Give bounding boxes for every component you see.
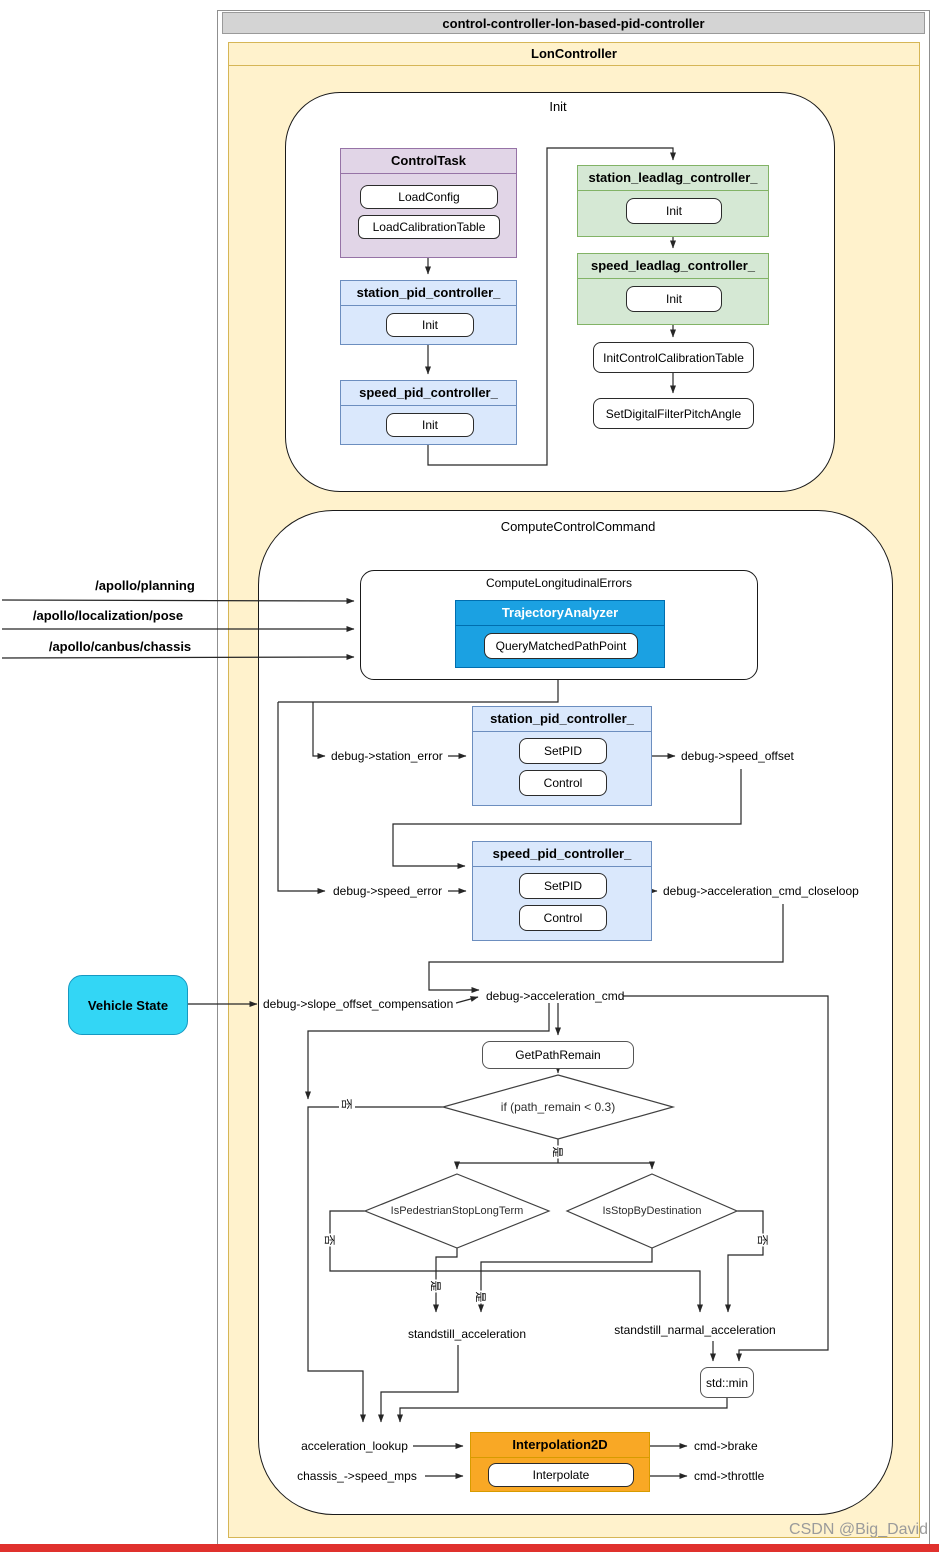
speed-pid-init-title: speed_pid_controller_	[341, 381, 516, 406]
edge-stdmin-lookup	[397, 1398, 728, 1423]
std-min-box: std::min	[700, 1367, 754, 1398]
edge-destination-no	[725, 1210, 764, 1313]
trajectory-analyzer-title: TrajectoryAnalyzer	[456, 601, 664, 626]
speed-setpid-button: SetPID	[519, 873, 607, 899]
station-leadlag-box: station_leadlag_controller_ Init	[577, 165, 769, 237]
chassis-speed-mps-label: chassis_->speed_mps	[297, 1469, 417, 1483]
if-no-label: 否	[339, 1097, 355, 1111]
station-pid-init-button: Init	[386, 313, 474, 337]
window-title: control-controller-lon-based-pid-control…	[442, 16, 705, 31]
station-leadlag-init-button: Init	[626, 198, 722, 224]
edge-speed-offset-to-speedpid	[392, 769, 742, 869]
is-pedestrian-stop-diamond	[363, 1173, 551, 1249]
input-chassis-label: /apollo/canbus/chassis	[48, 639, 192, 654]
edge-cle-split	[278, 680, 559, 703]
query-matched-path-point-button: QueryMatchedPathPoint	[484, 633, 638, 659]
trajectory-analyzer-box: TrajectoryAnalyzer QueryMatchedPathPoint	[455, 600, 665, 668]
station-control-button: Control	[519, 770, 607, 796]
station-leadlag-title: station_leadlag_controller_	[578, 166, 768, 191]
vehicle-state-label: Vehicle State	[87, 997, 169, 1013]
standstill-narmal-acceleration-label: standstill_narmal_acceleration	[614, 1323, 776, 1337]
if-yes-label: 是	[550, 1145, 566, 1159]
pedestrian-yes-label: 是	[428, 1279, 444, 1293]
destination-no-label: 否	[755, 1233, 771, 1247]
edge-destination-yes	[478, 1248, 653, 1313]
if-path-remain-text: if (path_remain < 0.3)	[500, 1100, 616, 1114]
watermark: CSDN @Big_David	[789, 1521, 928, 1538]
compute-container-title: ComputeControlCommand	[500, 519, 656, 534]
load-config-button: LoadConfig	[360, 185, 498, 209]
edge-accelcmd-left-branch	[305, 1003, 550, 1100]
is-stop-by-destination-diamond	[565, 1173, 739, 1249]
if-path-remain-diamond	[440, 1074, 676, 1140]
speed-pid-compute-box: speed_pid_controller_ SetPID Control	[472, 841, 652, 941]
speed-error-label: debug->speed_error	[333, 884, 443, 898]
get-path-remain-box: GetPathRemain	[482, 1041, 634, 1069]
speed-pid-compute-title: speed_pid_controller_	[473, 842, 651, 867]
speed-leadlag-title: speed_leadlag_controller_	[578, 254, 768, 279]
loncontroller-header: LonController	[228, 42, 920, 66]
cmd-brake-label: cmd->brake	[694, 1439, 758, 1453]
speed-leadlag-init-button: Init	[626, 286, 722, 312]
is-pedestrian-stop-text: IsPedestrianStopLongTerm	[390, 1205, 524, 1217]
init-control-calibration-table-box: InitControlCalibrationTable	[593, 342, 754, 373]
destination-yes-label: 是	[473, 1290, 489, 1304]
bottom-red-bar	[0, 1544, 939, 1552]
is-stop-by-destination-text: IsStopByDestination	[602, 1205, 702, 1217]
input-localization-label: /apollo/localization/pose	[32, 608, 184, 623]
edge-to-speed-error	[277, 702, 326, 894]
edge-slope-to-accelcmd	[455, 996, 479, 1004]
speed-pid-init-button: Init	[386, 413, 474, 437]
edge-speedpid-stationleadlag	[427, 147, 676, 466]
pedestrian-no-label: 否	[322, 1233, 338, 1247]
speed-offset-label: debug->speed_offset	[681, 749, 794, 763]
loncontroller-title: LonController	[531, 46, 617, 61]
edge-pedestrian-no	[329, 1210, 703, 1313]
init-container-title: Init	[549, 99, 567, 114]
slope-offset-compensation-label: debug->slope_offset_compensation	[263, 997, 454, 1011]
edge-closeloop-to-accelcmd	[428, 904, 784, 993]
control-task-title: ControlTask	[341, 149, 516, 174]
cmd-throttle-label: cmd->throttle	[694, 1469, 765, 1483]
station-error-label: debug->station_error	[331, 749, 443, 763]
control-task-box: ControlTask LoadConfig LoadCalibrationTa…	[340, 148, 517, 258]
edge-standstill-lookup	[378, 1345, 459, 1423]
acceleration-cmd-label: debug->acceleration_cmd	[486, 989, 625, 1003]
speed-control-button: Control	[519, 905, 607, 931]
window-title-bar: control-controller-lon-based-pid-control…	[222, 12, 925, 34]
interpolate-button: Interpolate	[488, 1463, 634, 1487]
interpolation2d-box: Interpolation2D Interpolate	[470, 1432, 650, 1492]
station-pid-init-title: station_pid_controller_	[341, 281, 516, 306]
edge-to-station-error	[312, 702, 326, 759]
station-pid-compute-box: station_pid_controller_ SetPID Control	[472, 706, 652, 806]
set-digital-filter-pitch-angle-box: SetDigitalFilterPitchAngle	[593, 398, 754, 429]
standstill-acceleration-label: standstill_acceleration	[407, 1327, 527, 1341]
load-calibration-table-button: LoadCalibrationTable	[358, 215, 500, 239]
compute-longitudinal-errors-title: ComputeLongitudinalErrors	[485, 576, 633, 590]
input-planning-label: /apollo/planning	[95, 578, 195, 593]
station-pid-init-box: station_pid_controller_ Init	[340, 280, 517, 345]
edge-input-chassis	[1, 654, 355, 661]
station-setpid-button: SetPID	[519, 738, 607, 764]
speed-leadlag-box: speed_leadlag_controller_ Init	[577, 253, 769, 325]
acceleration-cmd-closeloop-label: debug->acceleration_cmd_closeloop	[663, 884, 859, 898]
vehicle-state-box: Vehicle State	[68, 975, 188, 1035]
acceleration-lookup-label: acceleration_lookup	[301, 1439, 408, 1453]
speed-pid-init-box: speed_pid_controller_ Init	[340, 380, 517, 445]
interpolation2d-title: Interpolation2D	[471, 1433, 649, 1458]
edge-input-planning	[1, 597, 355, 604]
edge-if-no	[307, 1106, 443, 1423]
station-pid-compute-title: station_pid_controller_	[473, 707, 651, 732]
edge-accelcmd-right-stdmin	[623, 995, 829, 1362]
